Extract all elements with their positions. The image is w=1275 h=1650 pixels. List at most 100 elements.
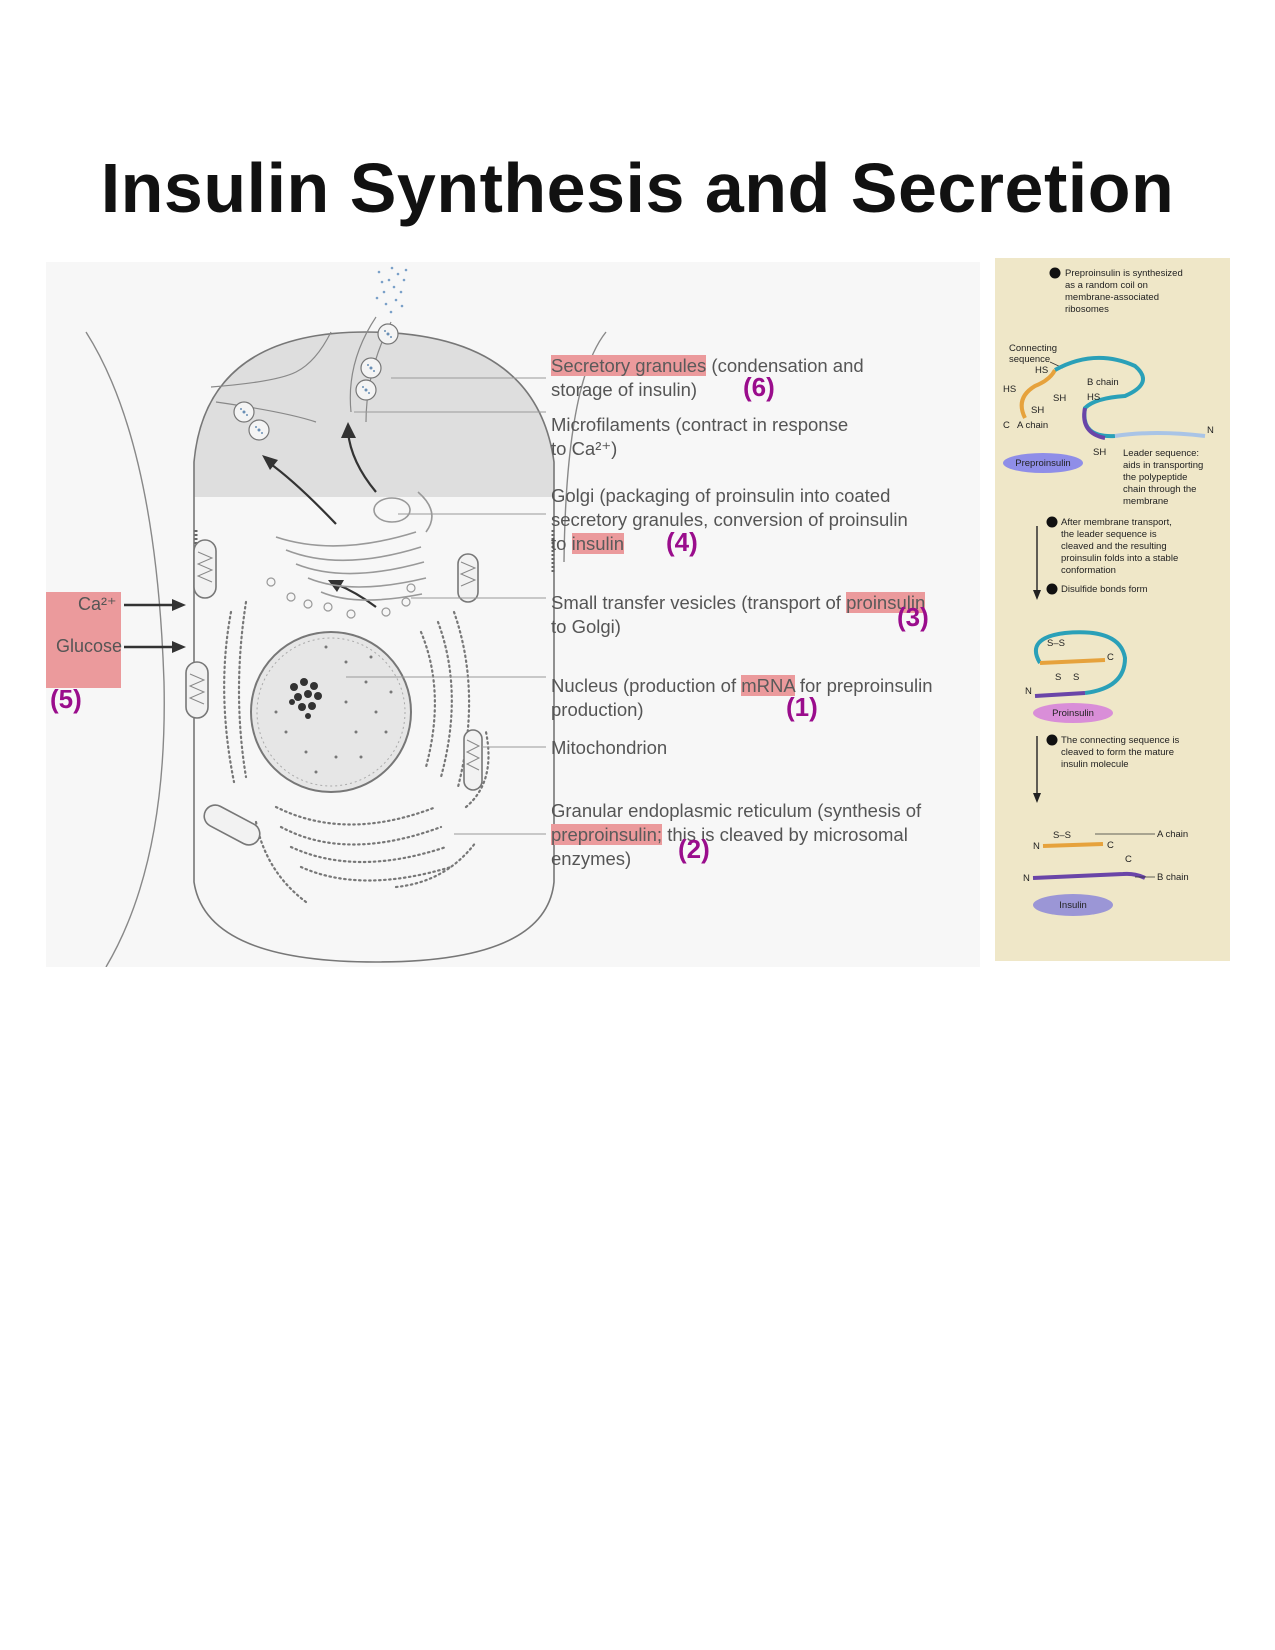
step1-line: as a random coil on [1065, 280, 1148, 291]
transport-arrow-3-head [341, 422, 356, 438]
step-3-number: (3) [897, 602, 929, 632]
cell-outline [193, 331, 555, 963]
granular-er [223, 600, 490, 904]
exocytosis-spray [375, 266, 408, 314]
svg-text:insulin molecule: insulin molecule [1061, 759, 1129, 770]
svg-text:Proinsulin: Proinsulin [1052, 708, 1094, 719]
transfer-vesicles [266, 577, 416, 619]
svg-text:C: C [1107, 840, 1114, 851]
secretory-granules-label: Secretory granules (condensation and sto… [551, 355, 864, 400]
glucose-stimulus-label: Glucose [56, 636, 123, 656]
beta-cell-illustration [85, 266, 607, 967]
label-leader-lines [346, 377, 546, 835]
svg-text:the leader sequence is: the leader sequence is [1061, 529, 1157, 540]
svg-text:SH: SH [1093, 447, 1106, 458]
svg-text:After membrane transport,: After membrane transport, [1061, 517, 1172, 528]
preproinsulin-highlight: preproinsulin; [551, 824, 663, 845]
insulin-badge [1033, 894, 1113, 916]
nuclear-envelope-pores [256, 637, 406, 787]
svg-text:S: S [1073, 672, 1079, 683]
svg-text:The connecting sequence is: The connecting sequence is [1061, 735, 1180, 746]
step1-line: Preproinsulin is synthesized [1065, 268, 1183, 279]
secretory-granules-highlight: Secretory granules [551, 355, 707, 376]
ca-stimulus-label: Ca²⁺ [78, 594, 117, 614]
mitochondria-cristae [188, 551, 481, 771]
svg-text:S: S [1055, 672, 1061, 683]
mitochondrion-label: Mitochondrion [551, 737, 668, 758]
chromatin [274, 645, 393, 774]
svg-text:cleaved to form the mature: cleaved to form the mature [1061, 747, 1174, 758]
a-chain-segment [1019, 369, 1057, 419]
insulin-processing-panel: Preproinsulin is synthesized as a random… [995, 258, 1230, 961]
mitochondrion-bottom [203, 804, 261, 846]
stimulus-highlight [46, 592, 121, 688]
step-4-bullet [1046, 734, 1058, 746]
svg-text:HS: HS [1035, 365, 1048, 376]
golgi-apparatus [275, 491, 433, 601]
mitochondrion-lower-left [185, 661, 209, 719]
cell-apex-shading [194, 332, 554, 497]
svg-text:conformation: conformation [1061, 565, 1116, 576]
mitochondria [185, 539, 483, 846]
insulin-processing-illustration: Preproinsulin is synthesized as a random… [1003, 267, 1214, 916]
svg-text:HS: HS [1087, 392, 1100, 403]
microfilament-2 [215, 401, 317, 423]
svg-text:membrane: membrane [1123, 496, 1168, 507]
proinsulin-badge [1033, 703, 1113, 723]
mitochondrion-upper-left [193, 539, 217, 599]
step1-line: ribosomes [1065, 304, 1109, 315]
proinsulin-b-chain [1034, 691, 1086, 698]
glucose-arrow-head [172, 641, 186, 653]
svg-text:N: N [1025, 686, 1032, 697]
nucleus-label: Nucleus (production of mRNA for preproin… [551, 675, 933, 720]
step-3-bullet [1046, 583, 1058, 595]
svg-text:SH: SH [1053, 393, 1066, 404]
svg-text:the polypeptide: the polypeptide [1123, 472, 1187, 483]
proinsulin-a-chain [1039, 658, 1106, 665]
mitochondrion-right [463, 729, 483, 791]
svg-text:S–S: S–S [1047, 638, 1065, 649]
step-1-bullet [1049, 267, 1061, 279]
svg-text:C: C [1125, 854, 1132, 865]
right-neighbor-cell-outline [563, 331, 607, 563]
connecting-sequence-label: sequence [1009, 354, 1050, 365]
golgi-label: Golgi (packaging of proinsulin into coat… [551, 485, 908, 554]
connecting-sequence-label: Connecting [1009, 343, 1057, 354]
svg-text:N: N [1033, 841, 1040, 852]
nucleolus [289, 678, 322, 719]
proinsulin-connecting-loop [1033, 630, 1128, 695]
leader-sequence-segment [1114, 431, 1206, 438]
b-chain-label-2: B chain [1157, 872, 1189, 883]
b-chain-segment [1082, 407, 1106, 440]
svg-text:C: C [1003, 420, 1010, 431]
proinsulin-highlight: proinsulin [846, 592, 926, 613]
svg-text:Insulin: Insulin [1059, 900, 1086, 911]
step-4-number: (4) [666, 527, 698, 557]
svg-text:HS: HS [1003, 384, 1016, 395]
left-neighbor-cell-outline [85, 331, 165, 967]
step-1-number: (1) [786, 692, 818, 722]
transport-arrow-1 [267, 461, 337, 525]
step-6-number: (6) [743, 372, 775, 402]
svg-text:S–S: S–S [1053, 830, 1071, 841]
svg-text:C: C [1107, 652, 1114, 663]
ca-arrow-head [172, 599, 186, 611]
microfilament-1 [210, 331, 332, 388]
mitochondrion-upper-right [457, 553, 479, 603]
step-2-bullet [1046, 516, 1058, 528]
page-title: Insulin Synthesis and Secretion [100, 149, 1175, 227]
insulin-a-chain [1042, 842, 1104, 848]
insulin-highlight: insulin [571, 533, 625, 554]
svg-text:Leader sequence:: Leader sequence: [1123, 448, 1199, 459]
nucleus [250, 631, 412, 793]
svg-text:aids in transporting: aids in transporting [1123, 460, 1203, 471]
preproinsulin-badge [1003, 453, 1083, 473]
svg-text:Disulfide bonds form: Disulfide bonds form [1061, 584, 1148, 595]
microfilament-3 [349, 316, 377, 413]
svg-text:proinsulin folds into a stable: proinsulin folds into a stable [1061, 553, 1178, 564]
svg-text:N: N [1207, 425, 1214, 436]
a-chain-label-2: A chain [1157, 829, 1188, 840]
transfer-vesicles-label: Small transfer vesicles (transport of pr… [551, 592, 926, 637]
svg-text:SH: SH [1031, 405, 1044, 416]
svg-text:N: N [1023, 873, 1030, 884]
